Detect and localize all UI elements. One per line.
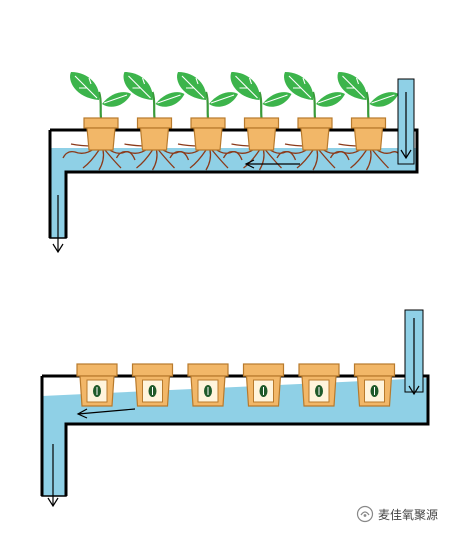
top-roots [62,143,404,171]
pot-rim [297,117,333,129]
pot-body [246,127,277,151]
plant-stem [365,91,370,119]
bottom-system [40,309,430,508]
pot-rim [131,363,174,377]
pot-rim [76,363,118,377]
pot-body [139,127,170,151]
leaf-vein [317,94,342,104]
top-flow-arrow [244,159,300,169]
plant-pot [70,72,131,151]
plant-roots [222,143,297,171]
plant-leaf [262,92,292,107]
pot-rim [350,117,387,129]
seed-pot [187,363,229,407]
pot-body [86,127,116,151]
plant-leaf [209,92,238,107]
seed-pot [131,363,174,407]
bottom-drain-pipe-outline [41,424,67,497]
pot-body [300,127,330,151]
leaf-vein [181,75,205,99]
pot-rim [190,117,226,129]
bottom-inlet-arrow [408,318,420,396]
leaf-vein [128,75,151,99]
leaf-vein [264,94,288,104]
pot-body [193,127,223,151]
plant-pot [284,72,345,151]
wechat-official-account-icon [356,505,374,523]
leaf-vein [210,94,235,104]
seed-pot [242,363,285,407]
plant-pot [123,72,185,151]
plant-roots [115,143,190,171]
pot-body [353,127,384,151]
leaf-vein [74,75,98,99]
pot-rim [243,117,280,129]
bottom-drain-arrow [47,444,59,508]
plant-roots [329,143,404,171]
leaf-vein [288,75,312,99]
leaf-vein [342,75,365,99]
plant-leaf [316,92,345,107]
seed-pot [76,363,118,407]
leaf-vein [235,75,258,99]
watermark-text: 麦佳氧聚源 [378,507,439,522]
top-inlet-arrow [400,92,412,160]
pot-rim [83,117,119,129]
leaf-vein [371,94,395,104]
plant-pot [177,72,238,151]
seed-pot [298,363,340,407]
bottom-drain-water [42,422,66,496]
plant-leaf [155,92,185,107]
seed-pot [353,363,396,407]
leaf-vein [157,94,181,104]
plant-stem [151,91,156,119]
plant-leaf [369,92,399,107]
pot-rim [242,363,285,377]
pot-rim [298,363,340,377]
plant-stem [258,91,263,119]
plant-pot [337,72,399,151]
top-drain-arrow [52,195,64,254]
plant-stem [204,91,210,119]
top-system [48,72,419,254]
plant-stem [97,91,103,119]
plant-pot [230,72,292,151]
plant-leaf [102,92,131,107]
pot-rim [136,117,173,129]
pot-rim [353,363,396,377]
plant-roots [276,143,350,171]
leaf-vein [103,94,128,104]
bottom-flow-arrow [76,408,136,419]
plant-stem [311,91,317,119]
watermark: 麦佳氧聚源 [356,504,438,524]
pot-rim [187,363,229,377]
bottom-pots [76,363,396,407]
top-pots [70,72,399,151]
